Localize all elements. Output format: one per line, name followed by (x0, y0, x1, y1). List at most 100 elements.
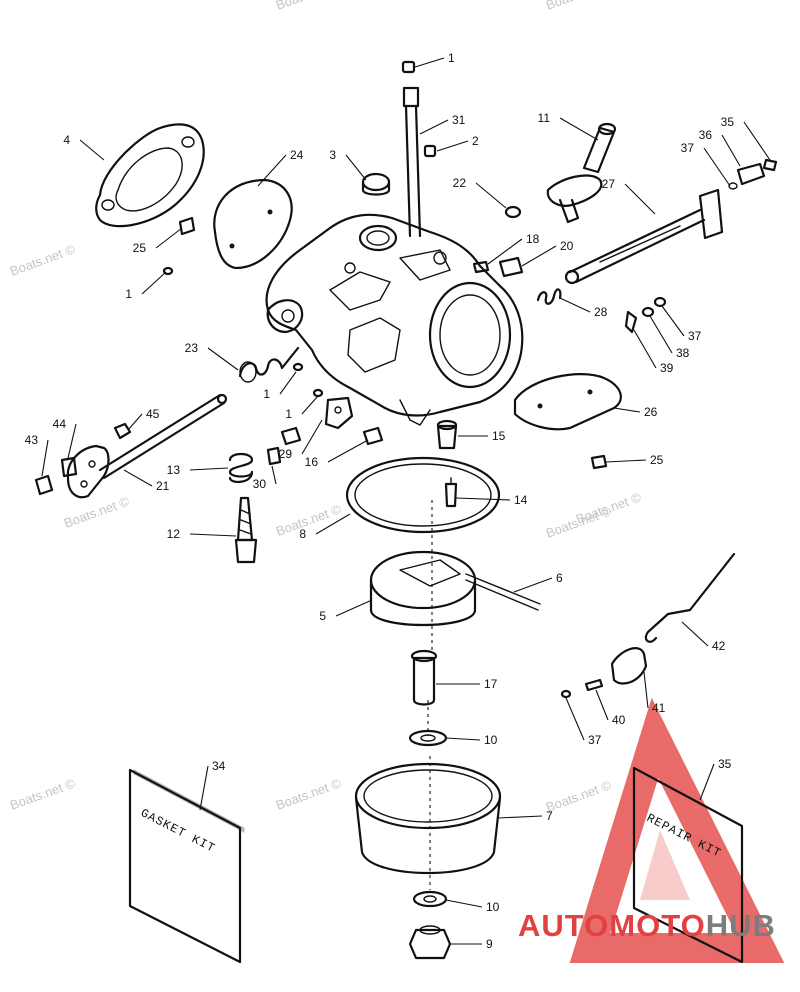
callout-leader (301, 395, 319, 415)
watermark-text: Boats.net © (574, 489, 644, 527)
part-45-nut (113, 422, 132, 440)
callout-leader (127, 413, 143, 431)
callout-15: 15 (492, 429, 506, 443)
callout-38: 38 (676, 346, 690, 360)
callout-leader (414, 57, 445, 68)
callout-leader (79, 139, 105, 161)
part-24-diaphragm (213, 178, 293, 270)
part-3-cap (361, 172, 391, 196)
callout-leader (41, 439, 49, 477)
part-4-flange-gasket (95, 123, 205, 228)
part-1-plug-lower (312, 388, 324, 398)
callout-5: 5 (319, 609, 326, 623)
callout-leader (633, 329, 657, 369)
callout-20: 20 (560, 239, 574, 253)
callout-25: 25 (133, 241, 147, 255)
part-26-plate (513, 373, 622, 431)
callout-41: 41 (652, 701, 666, 715)
callout-26: 26 (644, 405, 658, 419)
callout-31: 31 (452, 113, 466, 127)
part-1-plug-left (292, 362, 304, 372)
part-37-clip (653, 296, 667, 308)
part-12-mixture-screw (234, 496, 258, 564)
callout-37: 37 (588, 733, 602, 747)
callout-36: 36 (699, 128, 713, 142)
callout-leader (605, 459, 647, 463)
part-11-fuel-inlet (546, 122, 617, 224)
callout-2: 2 (472, 134, 479, 148)
watermark-text: Boats.net © (274, 501, 344, 539)
callout-35: 35 (721, 115, 735, 129)
callout-37: 37 (688, 329, 702, 343)
carburetor-body (265, 213, 524, 426)
automotohub-logo-triangle (569, 697, 785, 963)
callout-leader (475, 182, 507, 209)
callout-1: 1 (448, 51, 455, 65)
part-40-pin (584, 678, 604, 692)
callout-leader (123, 469, 153, 487)
part-38-washer (641, 306, 655, 318)
callout-leader (455, 497, 511, 501)
callout-42: 42 (712, 639, 726, 653)
callout-leader (643, 671, 649, 709)
callout-4: 4 (63, 133, 70, 147)
callout-18: 18 (526, 232, 540, 246)
part-25-screw-upper (178, 216, 196, 236)
callout-leader (497, 815, 543, 819)
callout-leader (189, 467, 229, 471)
part-39-pin (624, 310, 638, 334)
logo-hub: HUB (706, 908, 776, 943)
part-42-link-rod (644, 552, 736, 643)
part-21-choke-shaft (66, 393, 228, 499)
callout-21: 21 (156, 479, 170, 493)
part-7-float-bowl (354, 762, 502, 875)
part-23-spring (238, 346, 300, 383)
part-17-emulsion-tube (410, 649, 438, 706)
callout-1: 1 (125, 287, 132, 301)
callout-leader (445, 737, 481, 741)
callout-3: 3 (329, 148, 336, 162)
callout-leader (279, 371, 297, 395)
part-22-washer (504, 205, 522, 219)
callout-leader (703, 147, 731, 187)
callout-leader (661, 305, 685, 337)
part-27-throttle-shaft (564, 188, 724, 285)
watermark-text: Boats.net © (274, 775, 344, 813)
callout-1: 1 (263, 387, 270, 401)
part-13-spring (228, 452, 254, 484)
part-14-needle (444, 477, 458, 508)
callout-leader (595, 689, 609, 721)
logo-automoto: AUTOMOTO (518, 908, 706, 943)
callout-11: 11 (538, 111, 551, 125)
callout-leader (315, 513, 351, 535)
part-8-bowl-gasket (345, 456, 501, 534)
part-bracket (324, 396, 354, 430)
part-10-washer-upper (408, 729, 448, 747)
callout-leader (699, 763, 715, 801)
part-35-screw (762, 158, 778, 172)
callout-9: 9 (486, 937, 493, 951)
logo-word-automoto: AUTOMOTOHUB (518, 908, 776, 943)
callout-6: 6 (556, 571, 563, 585)
callout-29: 29 (279, 447, 293, 461)
part-2-plug (423, 144, 437, 158)
callout-leader (207, 347, 239, 371)
callout-40: 40 (612, 713, 626, 727)
callout-35: 35 (718, 757, 732, 771)
part-43-screw (34, 474, 54, 496)
callout-27: 27 (602, 177, 616, 191)
callout-leader (335, 599, 373, 617)
callout-leader (624, 183, 656, 215)
part-31-tube (402, 86, 422, 238)
watermark-text: Boats.net © (62, 493, 132, 531)
callout-43: 43 (25, 433, 39, 447)
part-29-screw (280, 426, 302, 446)
callout-leader (257, 154, 287, 187)
callout-leader (565, 697, 585, 741)
callout-leader (301, 419, 323, 455)
callout-leader (613, 407, 641, 413)
callout-44: 44 (53, 417, 67, 431)
callout-25: 25 (650, 453, 664, 467)
